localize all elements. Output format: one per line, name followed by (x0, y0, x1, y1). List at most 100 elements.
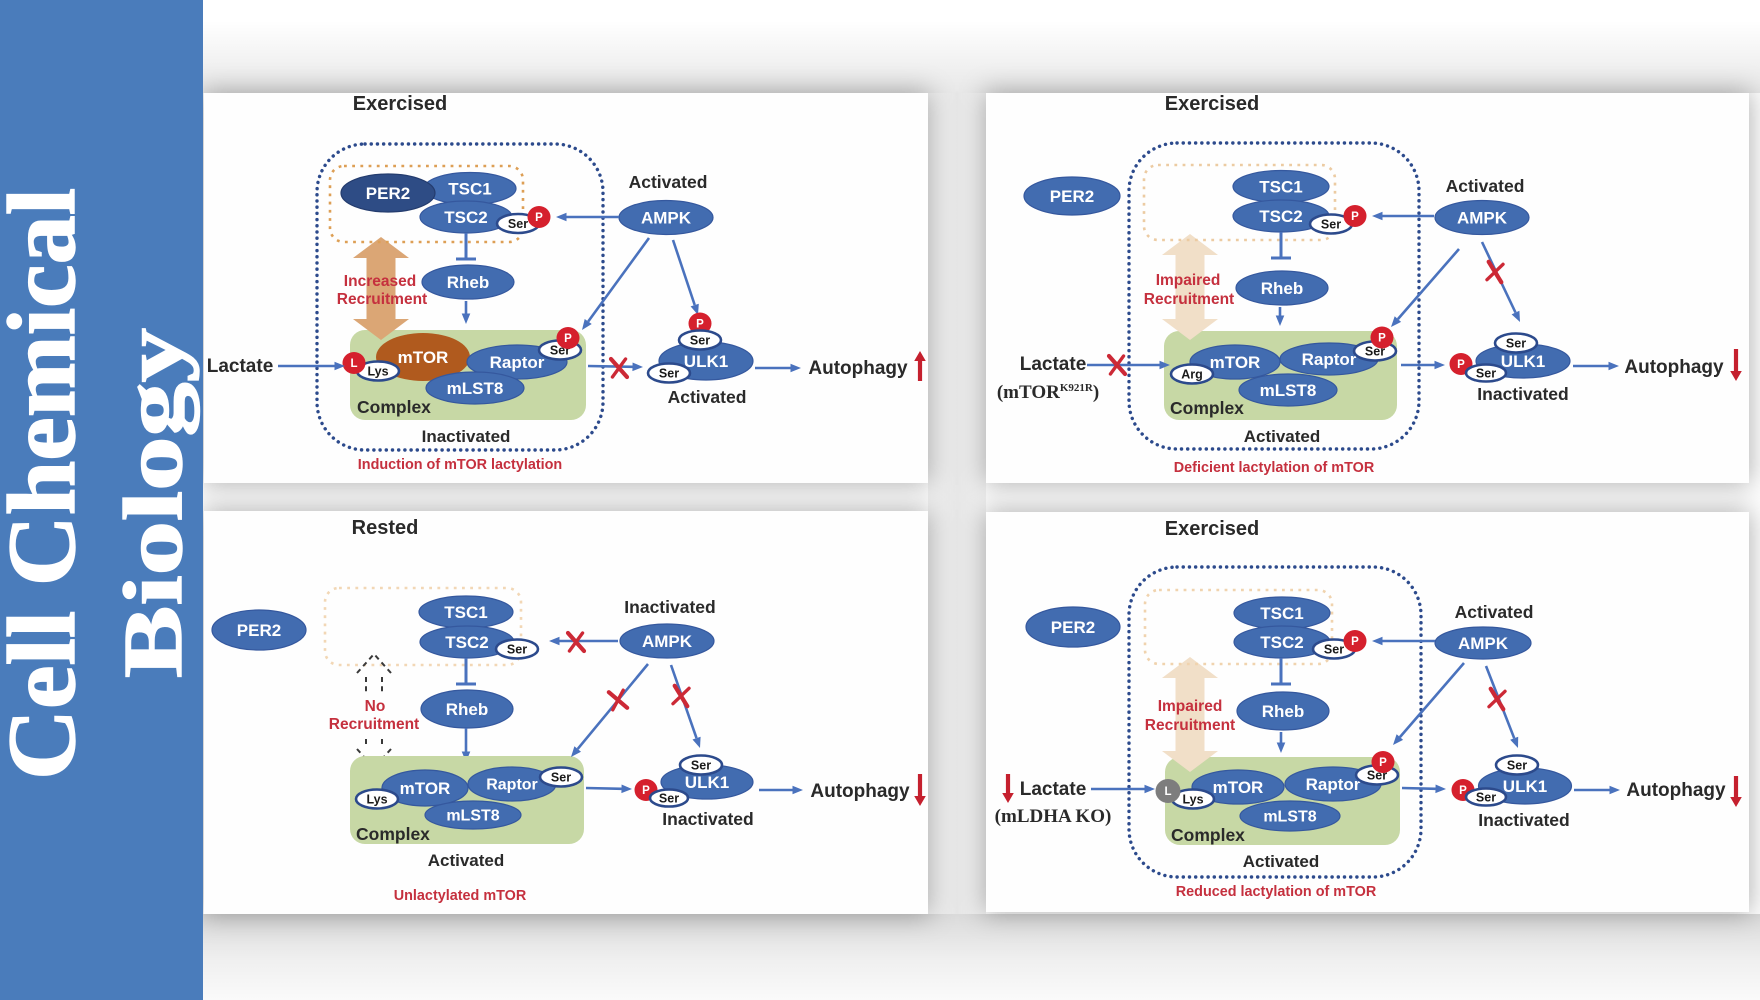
svg-text:Ser: Ser (1324, 643, 1344, 657)
svg-text:Activated: Activated (668, 387, 747, 407)
svg-text:P: P (1379, 757, 1387, 769)
svg-text:Rheb: Rheb (446, 700, 489, 719)
svg-text:mLST8: mLST8 (446, 808, 499, 825)
svg-text:Lys: Lys (367, 365, 388, 379)
svg-text:ULK1: ULK1 (684, 352, 728, 371)
svg-text:Ser: Ser (691, 759, 711, 773)
svg-text:P: P (564, 333, 572, 345)
svg-text:Raptor: Raptor (1302, 350, 1357, 369)
svg-text:Raptor: Raptor (486, 777, 538, 794)
svg-text:P: P (1378, 333, 1386, 345)
svg-text:mLST8: mLST8 (1263, 809, 1316, 826)
svg-text:Deficient lactylation of mTOR: Deficient lactylation of mTOR (1174, 460, 1375, 476)
svg-text:Activated: Activated (428, 851, 505, 870)
svg-text:Ser: Ser (507, 643, 527, 657)
svg-text:Ser: Ser (1476, 791, 1496, 805)
svg-text:Biology: Biology (107, 328, 200, 678)
svg-text:Raptor: Raptor (490, 353, 545, 372)
svg-text:AMPK: AMPK (642, 632, 693, 651)
svg-text:Ser: Ser (1321, 218, 1341, 232)
svg-text:mTOR: mTOR (1210, 353, 1261, 372)
svg-text:PER2: PER2 (1051, 618, 1095, 637)
svg-text:Inactivated: Inactivated (624, 597, 715, 617)
svg-text:TSC1: TSC1 (448, 179, 491, 198)
svg-text:Increased: Increased (344, 273, 416, 290)
svg-text:Autophagy: Autophagy (1626, 780, 1726, 801)
svg-text:Complex: Complex (1170, 398, 1244, 418)
svg-text:PER2: PER2 (366, 184, 410, 203)
svg-text:P: P (1459, 785, 1467, 797)
svg-text:Ser: Ser (1476, 367, 1496, 381)
svg-text:Impaired: Impaired (1156, 272, 1221, 289)
svg-text:Activated: Activated (1244, 427, 1321, 446)
svg-text:Autophagy: Autophagy (808, 358, 908, 379)
svg-text:Activated: Activated (1243, 852, 1320, 871)
svg-text:Autophagy: Autophagy (810, 781, 910, 802)
svg-text:Arg: Arg (1181, 368, 1203, 382)
svg-text:Inactivated: Inactivated (662, 809, 753, 829)
svg-text:L: L (350, 358, 357, 370)
svg-text:P: P (696, 319, 704, 331)
svg-text:PER2: PER2 (237, 621, 281, 640)
svg-text:P: P (1351, 211, 1359, 223)
svg-text:mLST8: mLST8 (447, 379, 504, 398)
svg-text:L: L (1164, 786, 1171, 798)
svg-text:Impaired: Impaired (1158, 698, 1223, 715)
svg-text:Reduced lactylation of mTOR: Reduced lactylation of mTOR (1176, 884, 1377, 900)
svg-text:Inactivated: Inactivated (422, 427, 511, 446)
svg-text:Recruitment: Recruitment (337, 291, 427, 308)
svg-text:Unlactylated mTOR: Unlactylated mTOR (394, 888, 527, 904)
svg-text:mTOR: mTOR (398, 348, 449, 367)
svg-text:mTOR: mTOR (1213, 778, 1264, 797)
svg-text:P: P (1351, 636, 1359, 648)
svg-text:(mLDHA KO): (mLDHA KO) (995, 806, 1112, 827)
svg-text:Ser: Ser (508, 217, 528, 231)
svg-text:Inactivated: Inactivated (1478, 810, 1569, 830)
svg-text:Activated: Activated (1455, 602, 1534, 622)
svg-text:Inactivated: Inactivated (1477, 384, 1568, 404)
svg-text:ULK1: ULK1 (1501, 352, 1545, 371)
svg-text:Rheb: Rheb (447, 273, 490, 292)
svg-text:Lactate: Lactate (207, 356, 274, 377)
svg-text:Complex: Complex (357, 397, 431, 417)
svg-text:AMPK: AMPK (1457, 208, 1508, 227)
svg-text:Complex: Complex (1171, 825, 1245, 845)
svg-text:Activated: Activated (629, 172, 708, 192)
svg-text:Induction of mTOR lactylation: Induction of mTOR lactylation (358, 457, 562, 473)
svg-text:P: P (535, 212, 543, 224)
svg-text:Autophagy: Autophagy (1624, 357, 1724, 378)
svg-text:TSC2: TSC2 (444, 208, 487, 227)
svg-text:Cell Chemical: Cell Chemical (0, 188, 95, 780)
svg-text:TSC2: TSC2 (1259, 207, 1302, 226)
svg-text:Rheb: Rheb (1261, 279, 1304, 298)
svg-text:AMPK: AMPK (641, 208, 692, 227)
svg-text:TSC2: TSC2 (1260, 633, 1303, 652)
svg-text:Ser: Ser (551, 771, 571, 785)
svg-text:Activated: Activated (1446, 176, 1525, 196)
svg-text:Ser: Ser (1507, 759, 1527, 773)
svg-text:Recruitment: Recruitment (329, 716, 419, 733)
svg-text:Complex: Complex (356, 824, 430, 844)
svg-text:TSC1: TSC1 (1259, 177, 1302, 196)
svg-text:ULK1: ULK1 (685, 773, 729, 792)
svg-text:Ser: Ser (690, 334, 710, 348)
svg-text:Lactate: Lactate (1020, 779, 1087, 800)
svg-text:mLST8: mLST8 (1260, 381, 1317, 400)
svg-text:ULK1: ULK1 (1503, 777, 1547, 796)
svg-text:No: No (365, 698, 386, 715)
svg-text:Lys: Lys (366, 793, 387, 807)
svg-text:TSC1: TSC1 (1260, 604, 1303, 623)
svg-text:Ser: Ser (1506, 337, 1526, 351)
svg-text:Exercised: Exercised (1165, 93, 1260, 115)
svg-text:AMPK: AMPK (1458, 634, 1509, 653)
svg-text:Exercised: Exercised (353, 93, 448, 115)
svg-text:Ser: Ser (659, 367, 679, 381)
svg-text:PER2: PER2 (1050, 187, 1094, 206)
svg-text:mTOR: mTOR (400, 779, 451, 798)
svg-text:TSC1: TSC1 (444, 603, 487, 622)
svg-text:Recruitment: Recruitment (1144, 291, 1234, 308)
svg-text:Rested: Rested (352, 517, 419, 539)
svg-text:P: P (642, 785, 650, 797)
svg-text:Recruitment: Recruitment (1145, 717, 1235, 734)
svg-text:Raptor: Raptor (1306, 775, 1361, 794)
